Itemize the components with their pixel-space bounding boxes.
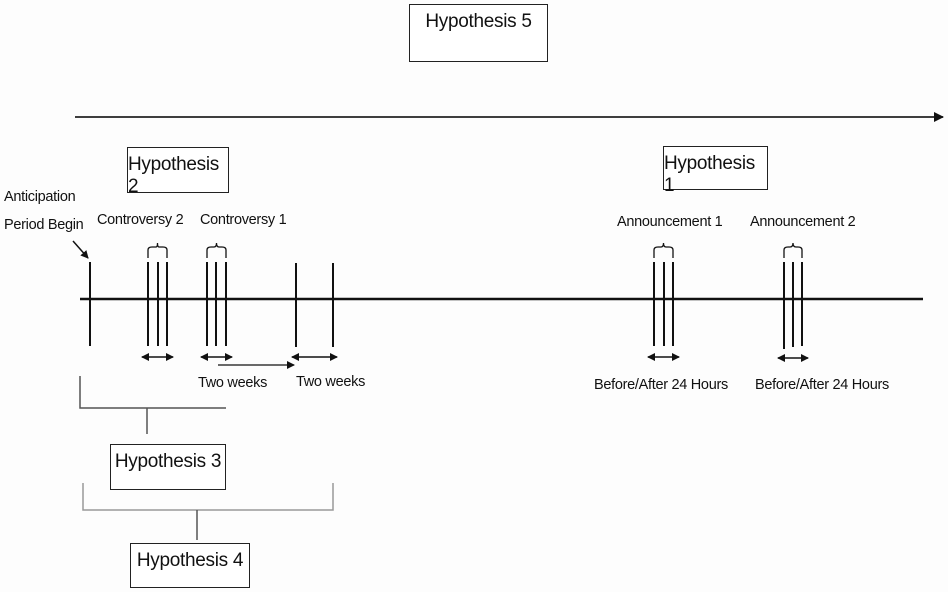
two-weeks-markers <box>295 263 334 347</box>
hypothesis-1-box: Hypothesis 1 <box>663 146 768 196</box>
hypothesis-3-box: Hypothesis 3 <box>110 444 226 490</box>
controversy-2-brace <box>147 242 168 258</box>
controversy-2-label: Controversy 2 <box>97 212 184 228</box>
announcement-2-label: Announcement 2 <box>750 214 856 230</box>
anticipation-label-line1: Anticipation <box>4 189 76 205</box>
announcement-1-brace <box>653 242 674 258</box>
hypothesis-1-label: Hypothesis 1 <box>664 153 755 196</box>
controversy-1-brace <box>206 242 227 258</box>
announcement-2-brace <box>783 242 803 258</box>
anticipation-pointer-arrow <box>72 240 89 259</box>
announcement-1-markers <box>653 262 674 346</box>
announcement-2-markers <box>783 262 803 349</box>
controversy-1-label: Controversy 1 <box>200 212 287 228</box>
hypothesis-5-box: Hypothesis 5 <box>409 4 548 62</box>
controversy-2-markers <box>147 262 168 346</box>
hypothesis-2-label: Hypothesis 2 <box>128 154 219 197</box>
hypothesis-2-box: Hypothesis 2 <box>127 147 229 197</box>
anticipation-label-line2: Period Begin <box>4 217 84 233</box>
before-after-label-1: Before/After 24 Hours <box>594 377 728 393</box>
hypothesis-3-label: Hypothesis 3 <box>114 451 222 472</box>
two-weeks-label-1: Two weeks <box>198 375 268 391</box>
hypothesis-5-label: Hypothesis 5 <box>425 11 532 32</box>
hypothesis-4-bracket <box>82 483 334 511</box>
before-after-label-2: Before/After 24 Hours <box>755 377 889 393</box>
hypothesis-4-label: Hypothesis 4 <box>136 550 244 571</box>
two-weeks-label-2: Two weeks <box>296 374 366 390</box>
hypothesis-4-box: Hypothesis 4 <box>130 543 250 588</box>
hypothesis-3-bracket <box>79 376 226 409</box>
announcement-1-label: Announcement 1 <box>617 214 723 230</box>
controversy-1-markers <box>206 262 227 346</box>
